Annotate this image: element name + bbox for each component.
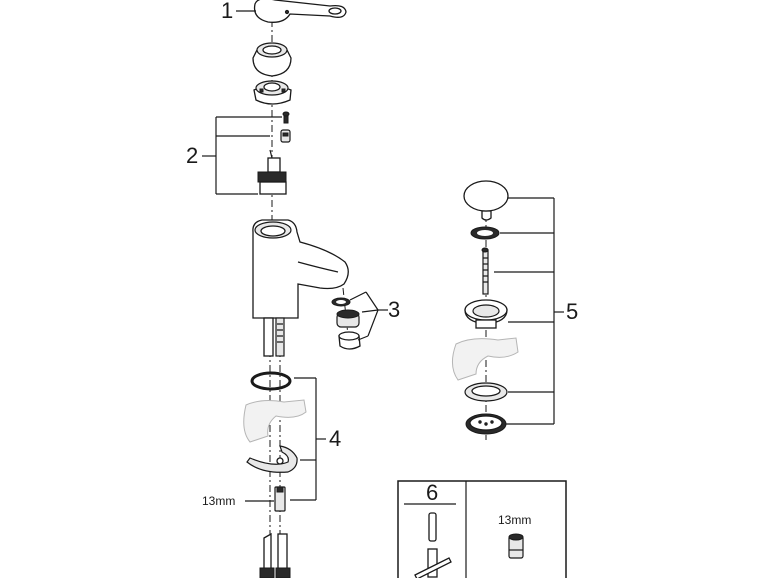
waste-washer [470,226,500,240]
waste-grating [465,413,507,435]
supply-hoses-upper [263,317,285,357]
waste-seal [464,382,508,402]
lever-handle [253,0,347,23]
cartridge-adapter [280,129,291,143]
callout-3-number: 3 [388,297,400,322]
callout-2-number: 2 [186,143,198,168]
tool-box [397,480,567,578]
clamping-nut [253,80,292,105]
callout-5-number: 5 [566,299,578,324]
aerator [336,309,360,328]
supply-hoses-lower [259,532,291,578]
waste-flange [464,299,508,329]
counter-top-ghost [243,399,307,443]
socket-dimension-label: 13mm [498,513,531,527]
threaded-stud [274,486,286,512]
socket-tool [508,533,524,559]
aerator-housing [338,331,361,350]
callout-4-bracket [290,377,326,501]
waste-plug [463,180,509,221]
basin-ghost [452,337,519,381]
cartridge-screw [282,111,290,124]
cover-cap [252,42,292,77]
stud-dimension-label: 13mm [202,494,235,508]
faucet-body [252,219,349,319]
cartridge [257,149,287,195]
fixing-bracket [246,445,298,473]
callout-4-number: 4 [329,426,341,451]
callout-2-bracket [202,116,282,195]
aerator-washer [331,297,351,307]
callout-5-bracket [494,197,564,425]
o-ring [250,371,292,391]
callout-3-bracket [349,291,388,341]
tool-box-header-number: 6 [426,480,438,505]
callout-1-number: 1 [221,0,233,23]
waste-rod [481,247,489,295]
